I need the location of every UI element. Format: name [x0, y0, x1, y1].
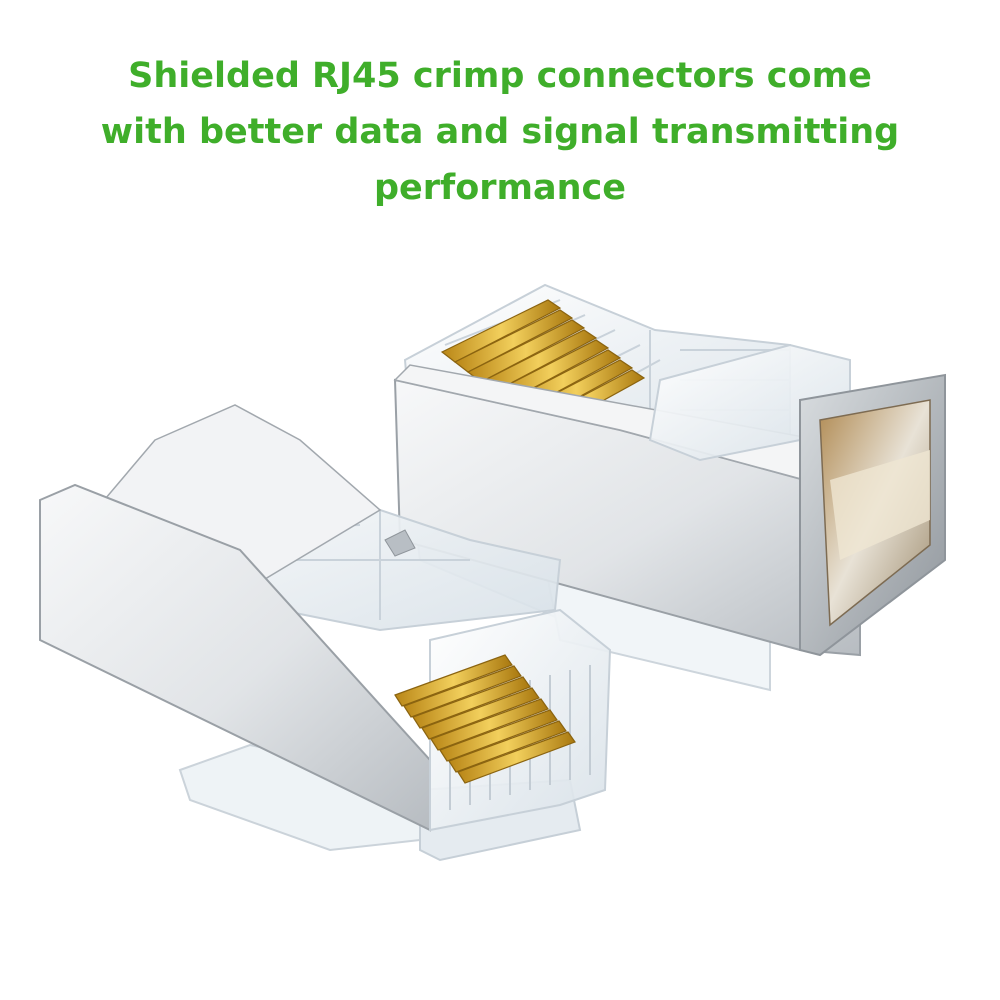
connector-front	[39, 404, 612, 862]
headline-line-1: Shielded RJ45 crimp connectors come	[128, 56, 872, 96]
headline-line-3: performance	[373, 168, 627, 208]
gold-contacts-front	[394, 654, 576, 784]
product-photo	[39, 283, 946, 862]
connector-rear	[393, 283, 946, 692]
headline: Shielded RJ45 crimp connectors come with…	[40, 48, 960, 216]
headline-line-2: with better data and signal transmitting	[100, 112, 900, 152]
